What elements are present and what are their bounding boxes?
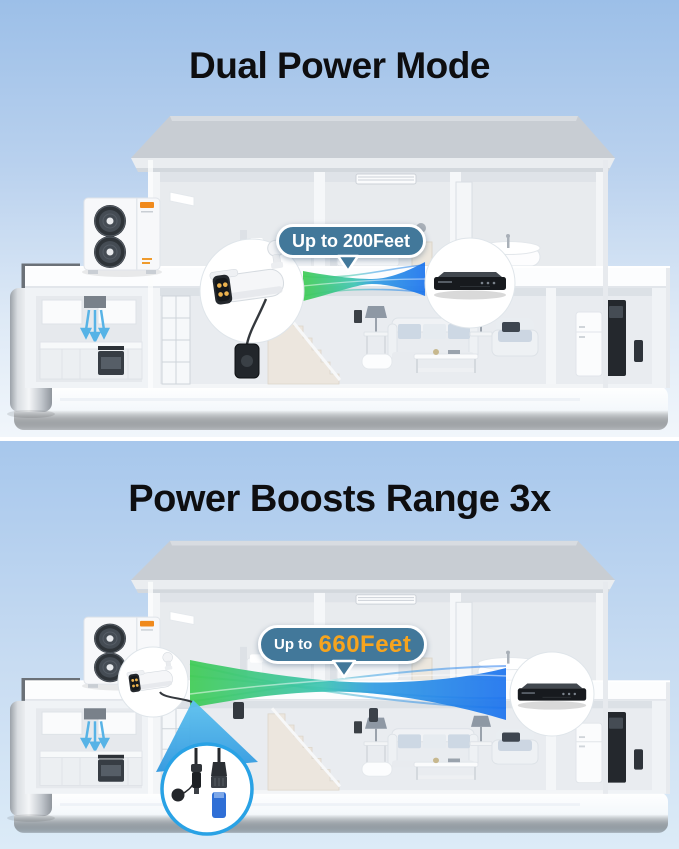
panel-dual-power: Dual Power Mode [0, 0, 679, 437]
nvr-inset-circle [424, 237, 516, 329]
cable-inset-circle [160, 742, 254, 836]
signal-beam-boosted [189, 660, 507, 720]
badge-prefix: Up to [292, 230, 343, 251]
range-badge-boost: Up to 660Feet [258, 625, 428, 664]
badge-value: 660Feet [318, 630, 412, 658]
camera-inset-circle-boost [117, 646, 193, 718]
panel-divider [0, 437, 679, 441]
dc-power-connector [171, 748, 202, 802]
camera-inset-circle [199, 238, 305, 345]
page-title: Dual Power Mode [189, 44, 490, 86]
range-badge: Up to 200Feet [276, 224, 427, 258]
page-title-boost: Power Boosts Range 3x [128, 478, 551, 521]
callout-pointer-boost [330, 659, 358, 680]
power-adapter [234, 343, 260, 379]
badge-value: 200Feet [343, 230, 411, 251]
ethernet-connector [211, 748, 227, 818]
badge-prefix: Up to [274, 636, 317, 653]
callout-pointer [335, 254, 361, 274]
signal-beam [302, 262, 426, 301]
wall-adapter [233, 702, 244, 719]
camera-cable [159, 691, 193, 703]
nvr-inset-circle-boost [509, 651, 595, 737]
camera-cable [245, 298, 268, 345]
ethernet-cable-blue [212, 792, 226, 818]
cable-inset [156, 700, 258, 836]
scene-dual-power [0, 0, 679, 437]
wall-switch [369, 708, 378, 722]
